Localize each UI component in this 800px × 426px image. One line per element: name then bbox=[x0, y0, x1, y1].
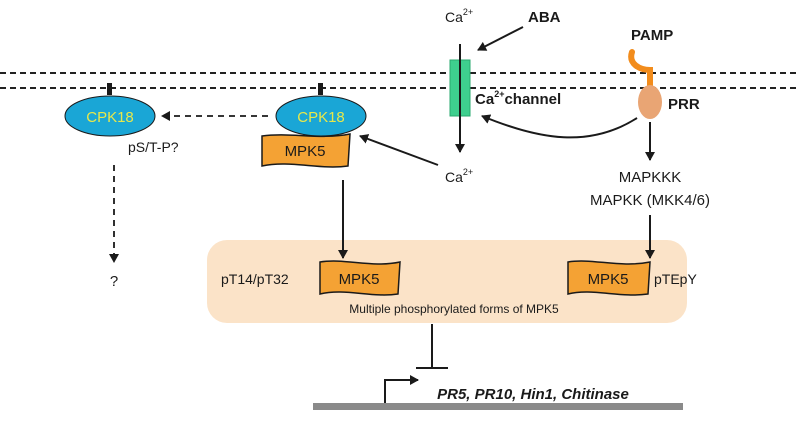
aba-arrow bbox=[477, 26, 524, 51]
mpk5-top-box bbox=[261, 133, 351, 168]
mapkk-label: MAPKK (MKK4/6) bbox=[590, 192, 710, 209]
ptepy-label: pTEpY bbox=[654, 271, 697, 287]
prr-to-channel-arrow bbox=[481, 114, 638, 139]
mpk5-left-label: MPK5 bbox=[339, 271, 380, 288]
promoter-arrow bbox=[384, 375, 419, 406]
pamp-label: PAMP bbox=[631, 27, 673, 44]
multiple-forms-label: Multiple phosphorylated forms of MPK5 bbox=[349, 302, 559, 316]
pamp-shape bbox=[628, 49, 653, 95]
mapkkk-label: MAPKKK bbox=[619, 169, 682, 186]
mpk5-right-box bbox=[567, 260, 651, 296]
prr-receptor bbox=[638, 85, 662, 119]
ps-tp-label: pS/T-P? bbox=[128, 139, 179, 155]
cpk18-left bbox=[64, 95, 156, 137]
pt14-label: pT14/pT32 bbox=[221, 271, 289, 287]
genes-label: PR5, PR10, Hin1, Chitinase bbox=[437, 386, 629, 403]
ca-top-label: Ca2+ bbox=[445, 7, 473, 25]
channel-label: Ca2+channel bbox=[475, 89, 561, 108]
cpk18-mid-anchor bbox=[318, 83, 323, 95]
dna-bar bbox=[313, 403, 683, 410]
cpk18-left-anchor bbox=[107, 83, 112, 95]
mpk5-right-label: MPK5 bbox=[588, 271, 629, 288]
mpk5-left-box bbox=[319, 260, 401, 296]
aba-label: ABA bbox=[528, 9, 561, 26]
question-label: ? bbox=[110, 273, 118, 290]
ca-bottom-label: Ca2+ bbox=[445, 167, 473, 185]
ca-to-cpk-arrow bbox=[359, 134, 439, 166]
cpk18-left-label: CPK18 bbox=[86, 109, 134, 126]
cpk18-mid-label: CPK18 bbox=[297, 109, 345, 126]
mpk5-top-label: MPK5 bbox=[285, 143, 326, 160]
prr-label: PRR bbox=[668, 96, 700, 113]
